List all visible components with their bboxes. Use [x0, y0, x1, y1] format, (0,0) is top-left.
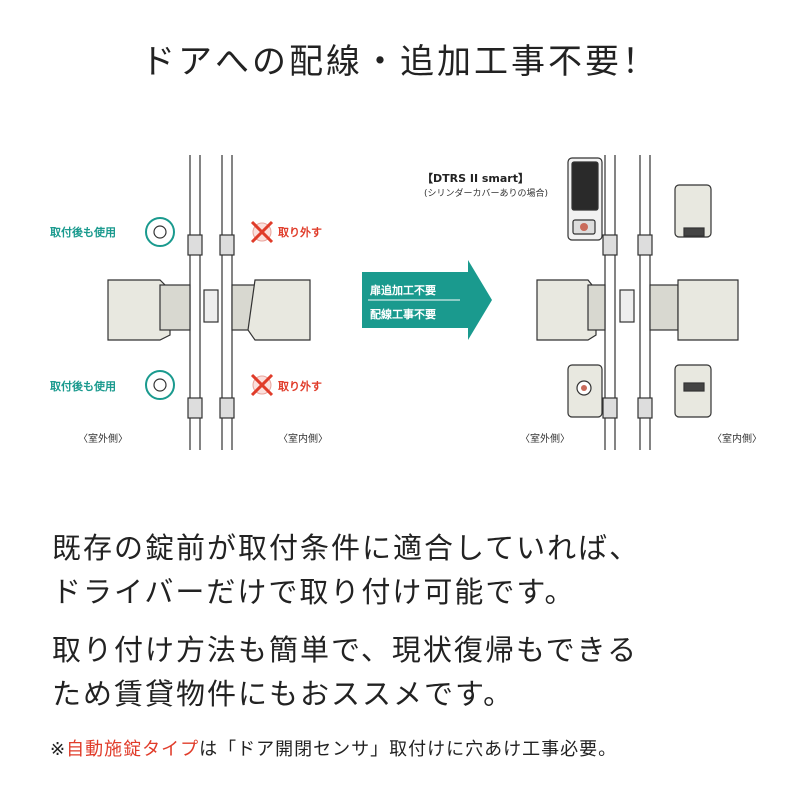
installation-diagram: 取付後も使用 取付後も使用 取り外す 取り外す 〈室外側〉 〈室内側〉 扉追加工…	[0, 140, 800, 460]
label-right-inside: 〈室内側〉	[712, 434, 762, 445]
arrow-line1: 扉追加工不要	[370, 284, 436, 297]
label-right-outside: 〈室外側〉	[520, 434, 570, 445]
label-left-outside: 〈室外側〉	[78, 434, 128, 445]
note-rest: は「ドア開閉センサ」取付けに穴あけ工事必要。	[199, 739, 618, 760]
remove-mark-top	[250, 220, 274, 244]
footnote: ※自動施錠タイプは「ドア開閉センサ」取付けに穴あけ工事必要。	[50, 735, 617, 761]
right-door-frame	[602, 155, 653, 450]
left-inner-handle	[231, 279, 311, 341]
body-line-1: 既存の錠前が取付条件に適合していれば、	[52, 531, 641, 565]
cylinder-top	[145, 217, 175, 247]
diagram-svg	[107, 155, 739, 450]
smart-lock-inner-bottom	[674, 364, 712, 418]
page-title: ドアへの配線・追加工事不要！	[141, 42, 659, 82]
label-left-inside: 〈室内側〉	[278, 434, 328, 445]
label-use-bottom: 取付後も使用	[50, 380, 116, 393]
arrow-line2: 配線工事不要	[370, 308, 436, 321]
smart-lock-outer-bottom	[567, 364, 603, 418]
note-prefix: ※	[50, 739, 67, 760]
body-line-4: ため賃貸物件にもおススメです。	[52, 677, 515, 711]
model-note: (シリンダーカバーありの場合)	[424, 189, 549, 199]
left-outer-handle	[107, 279, 191, 341]
right-inner-handle	[649, 279, 739, 341]
note-highlight: 自動施錠タイプ	[66, 739, 200, 760]
label-remove-bottom: 取り外す	[278, 380, 322, 393]
label-use-top: 取付後も使用	[50, 226, 116, 239]
body-line-3: 取り付け方法も簡単で、現状復帰もできる	[52, 633, 639, 667]
smart-lock-inner-top	[674, 184, 712, 238]
body-line-2: ドライバーだけで取り付け可能です。	[52, 575, 576, 609]
smart-lock-outer	[567, 157, 603, 241]
left-door-frame	[187, 155, 235, 450]
label-remove-top: 取り外す	[278, 226, 322, 239]
remove-mark-bottom	[250, 373, 274, 397]
cylinder-bottom	[145, 370, 175, 400]
model-name: 【DTRS II smart】	[422, 172, 529, 185]
arrow-shape	[362, 260, 492, 340]
right-outer-handle	[536, 279, 606, 341]
